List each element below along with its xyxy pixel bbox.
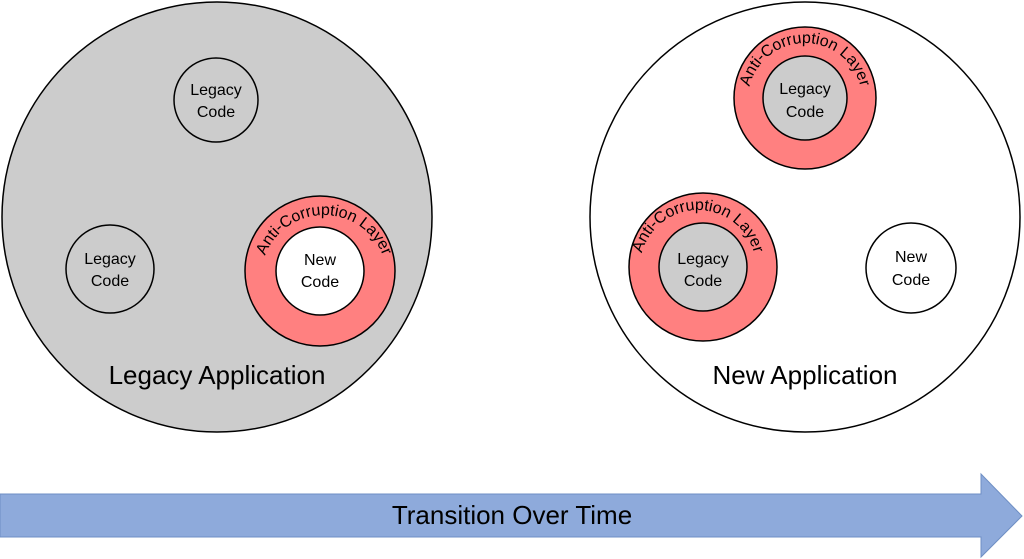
transition-arrow-shape [0,472,1023,559]
new-code-node [275,226,365,316]
new-code-label-line1: New [895,249,927,266]
legacy-code-label-line1: Legacy [779,81,831,98]
legacy-code-label-line2: Code [786,104,824,121]
legacy-code-label-line2: Code [684,273,722,290]
new-application-group: Anti-Corruption Layer Legacy Code Anti-C… [589,1,1021,433]
new-code-label-line2: Code [892,272,930,289]
legacy-code-node [173,57,259,143]
legacy-code-label-line2: Code [197,104,235,121]
legacy-application-group: Legacy Code Legacy Code Anti-Corruption … [1,1,433,433]
transition-arrow: Transition Over Time [0,472,1023,559]
legacy-code-label-line1: Legacy [677,251,729,268]
legacy-code-label-line1: Legacy [190,82,242,99]
legacy-code-node [65,224,155,314]
transition-arrow-label: Transition Over Time [392,500,632,530]
legacy-code-node [762,55,848,141]
legacy-code-label-line2: Code [91,273,129,290]
new-code-label-line2: Code [301,274,339,291]
new-code-node [865,222,957,314]
new-application-title: New Application [713,360,898,390]
new-code-label-line1: New [304,252,336,269]
legacy-application-title: Legacy Application [109,360,326,390]
legacy-code-node [658,222,748,312]
legacy-code-label-line1: Legacy [84,251,136,268]
